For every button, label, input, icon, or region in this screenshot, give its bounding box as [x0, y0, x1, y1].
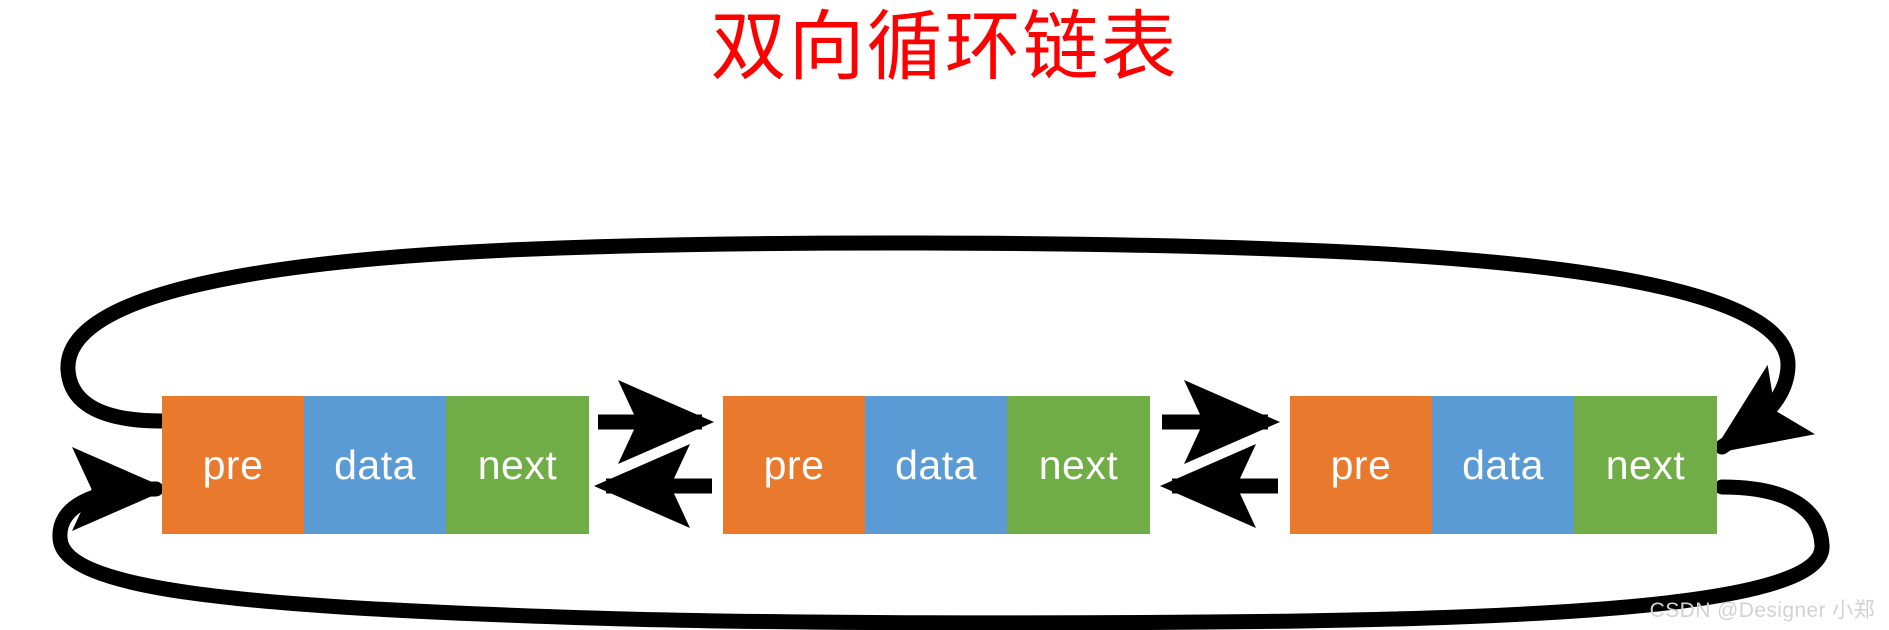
list-node-3[interactable]: pre data next [1290, 396, 1717, 534]
node-2-cell-pre[interactable]: pre [723, 396, 865, 534]
watermark-text: CSDN @Designer 小郑 [1649, 599, 1875, 622]
node-1-cell-next[interactable]: next [446, 396, 589, 534]
node-3-cell-pre[interactable]: pre [1290, 396, 1432, 534]
list-node-1[interactable]: pre data next [162, 396, 589, 534]
node-2-cell-next[interactable]: next [1007, 396, 1150, 534]
node-1-cell-pre[interactable]: pre [162, 396, 304, 534]
page-title: 双向循环链表 [710, 2, 1179, 91]
node-3-cell-next[interactable]: next [1574, 396, 1717, 534]
connector-node1-node2 [593, 380, 715, 528]
connector-node2-node3 [1159, 380, 1281, 528]
node-3-cell-data[interactable]: data [1432, 396, 1574, 534]
circular-wrap-bottom-arrow [52, 447, 1830, 630]
circular-wrap-top-arrow [60, 235, 1816, 455]
node-2-cell-data[interactable]: data [865, 396, 1007, 534]
list-node-2[interactable]: pre data next [723, 396, 1150, 534]
node-1-cell-data[interactable]: data [304, 396, 446, 534]
